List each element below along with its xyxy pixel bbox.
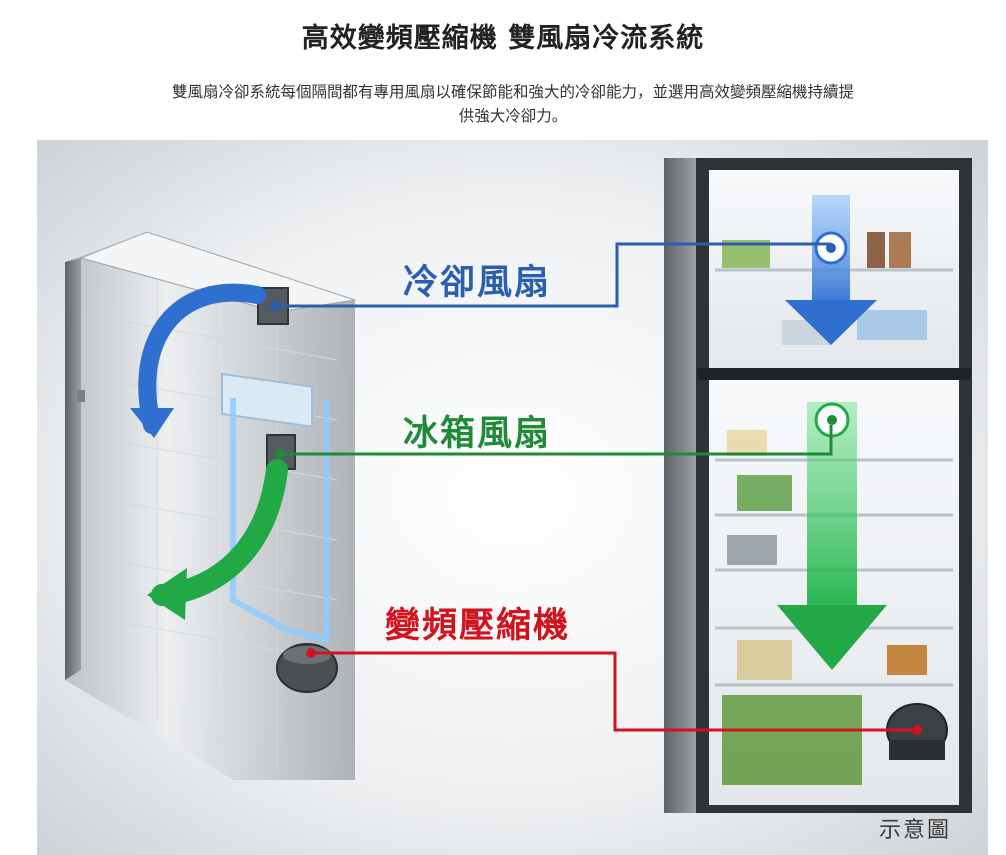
callout-lines	[275, 242, 913, 732]
blue-down-arrow-icon	[785, 300, 877, 345]
cooling-system-illustration	[37, 140, 988, 855]
page-description: 雙風扇冷卻系統每個隔間都有專用風扇以確保節能和強大的冷卻能力，並選用高效變頻壓縮…	[171, 83, 854, 125]
cooling-fan-label: 冷卻風扇	[403, 263, 552, 303]
green-airflow-arrow-icon	[147, 568, 187, 620]
green-down-arrow-icon	[777, 605, 887, 670]
page-title: 高效變頻壓縮機 雙風扇冷流系統	[301, 23, 705, 54]
cutaway-fridge	[65, 231, 356, 780]
blue-airflow-arrow-icon	[130, 408, 174, 438]
illustration-caption: 示意圖	[879, 818, 952, 843]
compressor-label: 變頻壓縮機	[385, 606, 571, 646]
front-view-fridge	[664, 158, 972, 813]
fridge-fan-label: 冰箱風扇	[403, 414, 552, 454]
